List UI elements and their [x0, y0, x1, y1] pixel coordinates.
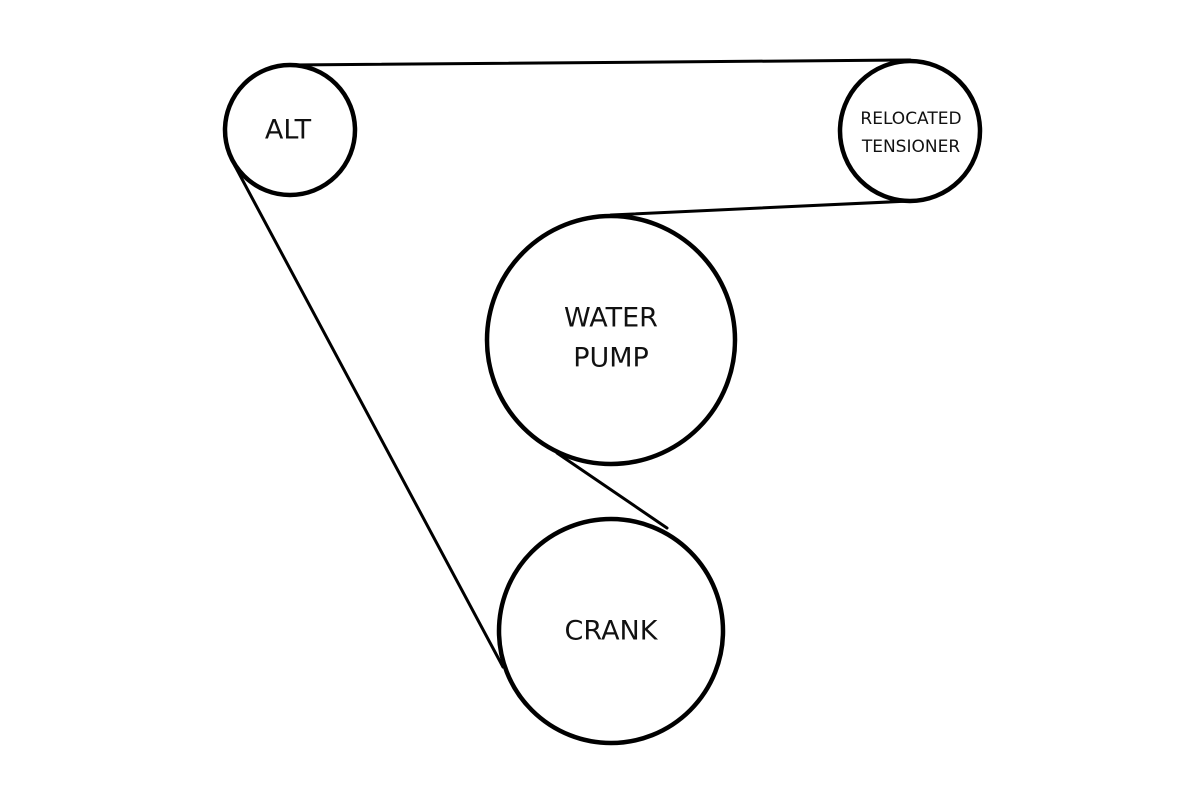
pulley-crank: CRANK	[496, 516, 726, 746]
pulley-relocated-tensioner: RELOCATED TENSIONER	[837, 58, 983, 204]
belt-segment-crank-to-alt	[233, 164, 505, 669]
tensioner-label-line-1: RELOCATED	[860, 109, 961, 129]
pulley-water-pump: WATER PUMP	[484, 213, 738, 467]
pulley-alternator: ALT	[222, 62, 358, 198]
belt-segment-water-pump-to-crank	[555, 451, 669, 530]
belt-segment-alt-to-tensioner	[288, 58, 912, 67]
water-pump-pulley-circle	[484, 213, 738, 467]
tensioner-pulley-circle	[837, 58, 983, 204]
crank-label: CRANK	[565, 616, 659, 647]
crank-pulley-circle	[496, 516, 726, 746]
water-pump-label-line-1: WATER	[564, 303, 658, 334]
belt-segment-tensioner-to-water-pump	[609, 199, 912, 217]
belt	[233, 58, 912, 669]
alternator-label: ALT	[265, 115, 312, 146]
alternator-pulley-circle	[222, 62, 358, 198]
tensioner-label-line-2: TENSIONER	[861, 137, 960, 157]
water-pump-label-line-2: PUMP	[573, 343, 649, 374]
